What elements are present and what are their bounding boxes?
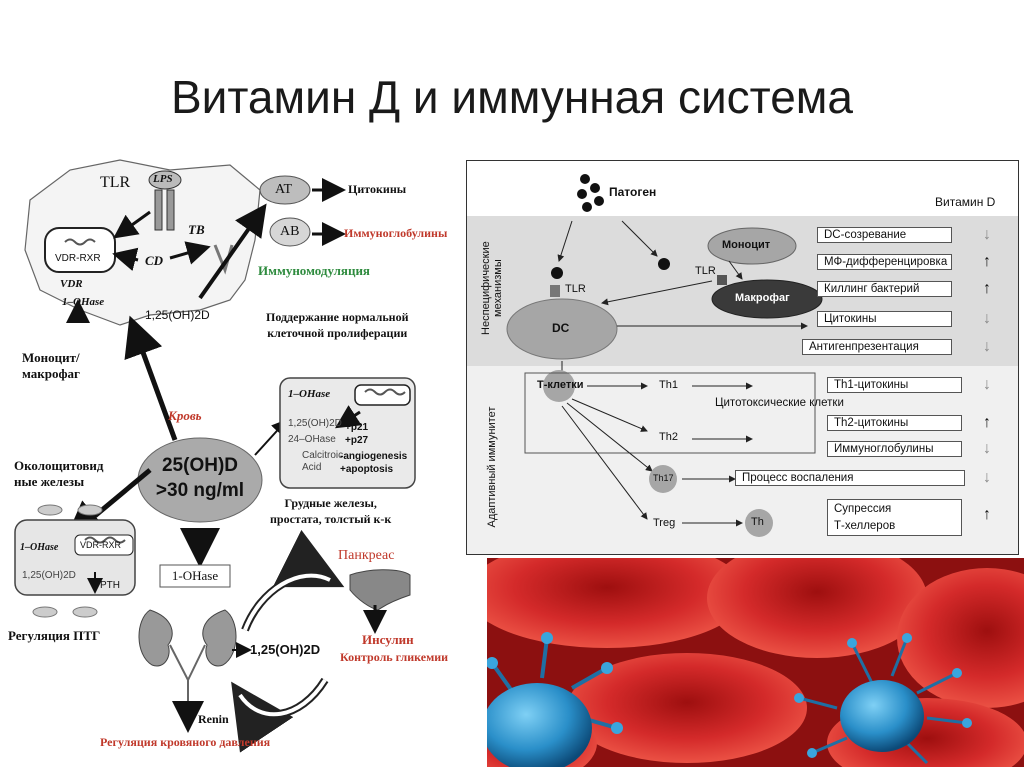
output-box-3: Киллинг бактерий	[817, 281, 952, 297]
tlr-label-2: TLR	[695, 265, 716, 277]
cell2-24: 24–OHase	[288, 434, 336, 445]
vdr-label: VDR	[60, 278, 83, 290]
vdr-rxr-label: VDR-RXR	[55, 253, 101, 264]
cell2-p27: +p27	[345, 435, 369, 446]
bp-label: Регуляция кровяного давления	[100, 735, 271, 749]
pancreas-label: Панкреас	[338, 548, 395, 563]
vitd-arrow-8: ↓	[983, 440, 991, 457]
treg-label: Treg	[653, 517, 676, 529]
monocyte-label: Моноцит	[722, 239, 771, 251]
vitd-arrow-10: ↑	[983, 506, 991, 523]
cell2-ohase: 1–OHase	[288, 388, 331, 400]
cell2-apop: +apoptosis	[340, 464, 394, 475]
center-oval-line1: 25(OH)D	[161, 455, 238, 476]
t-cells-label: Т-клетки	[537, 379, 584, 391]
virus-right	[798, 637, 968, 765]
vitd-arrow-2: ↑	[983, 253, 991, 270]
th-label: Th	[751, 516, 764, 528]
dc-label: DC	[552, 321, 570, 335]
vitamin-d-header: Витамин D	[935, 195, 996, 209]
blood-virus-image	[487, 558, 1024, 767]
pathogen-label: Патоген	[609, 185, 657, 199]
prolif-label: Поддержание нормальной клеточной пролифе…	[266, 310, 409, 340]
pancreas-shape	[349, 569, 411, 611]
output-box-9: Процесс воспаления	[735, 470, 965, 486]
monocyte-macrophage-label: Моноцит/ макрофаг	[22, 350, 80, 382]
kidney-ohase-label: 1-OHase	[171, 568, 219, 583]
output-box-7: Th2-цитокины	[827, 415, 962, 431]
cytotoxic-label: Цитотоксические клетки	[715, 397, 844, 409]
blood-virus-illustration	[487, 558, 1024, 767]
kidney-left	[138, 609, 173, 667]
monocyte-cell-outline	[24, 159, 261, 326]
glands-label: Грудные железы, простата, толстый к-к	[270, 496, 392, 526]
page-title: Витамин Д и иммунная система	[170, 71, 853, 123]
blood-label: Кровь	[168, 408, 202, 423]
one-ohase-label: 1–OHase	[62, 296, 105, 308]
para-vdr-rxr: VDR-RXR	[80, 540, 122, 550]
cell2-p21: +p21	[345, 422, 369, 433]
ab-label: AB	[280, 224, 300, 239]
th2-label: Th2	[659, 431, 678, 443]
lps-label: LPS	[153, 173, 173, 185]
center-oval-line2: >30 ng/ml	[155, 480, 245, 501]
right-diagram: Патоген Витамин D Неспецифические механи…	[466, 160, 1019, 555]
cell2-125: 1,25(OH)2D	[288, 418, 342, 429]
output-box-8: Иммуноглобулины	[827, 441, 962, 457]
cell2-angio: -angiogenesis	[340, 451, 408, 462]
right-diagram-shapes	[506, 174, 823, 537]
kidney-right	[202, 609, 237, 667]
output-box-4: Цитокины	[817, 311, 952, 327]
output-box-1: DC-созревание	[817, 227, 952, 243]
tb-label: TB	[188, 222, 205, 237]
cell2-calcitroic: Calcitroic Acid	[302, 450, 344, 473]
left-diagram: TLR LPS VDR-RXR TB CD VDR 1–OHase 1,25(O…	[0, 150, 470, 767]
output-box-2: МФ-дифференцировка	[817, 254, 952, 270]
th1-label: Th1	[659, 379, 678, 391]
output-box-10: Супрессия Т-хеллеров	[827, 499, 962, 537]
vitd-arrow-3: ↑	[983, 280, 991, 297]
left-diagram-shapes	[14, 159, 416, 753]
ohd-125-label: 1,25(OH)2D	[145, 308, 210, 322]
side-label-adaptive: Адаптивный иммунитет	[485, 406, 498, 528]
insulin-label: Инсулин	[362, 632, 414, 647]
th17-label: Th17	[653, 473, 674, 483]
vitd-arrow-5: ↓	[983, 338, 991, 355]
glycemia-label: Контроль гликемии	[340, 650, 449, 664]
tlr-label: TLR	[100, 174, 131, 191]
side-label-nonspecific: Неспецифические механизмы	[479, 241, 504, 335]
output-box-6: Th1-цитокины	[827, 377, 962, 393]
tlr-label-1: TLR	[565, 283, 586, 295]
vitd-arrow-6: ↓	[983, 376, 991, 393]
parathyroid-label: Околощитовид ные железы	[14, 458, 104, 490]
vitd-arrow-1: ↓	[983, 226, 991, 243]
at-label: AT	[275, 182, 293, 197]
kidney-125-label: 1,25(OH)2D	[250, 642, 321, 657]
renin-label: Renin	[198, 712, 229, 726]
immunomodulation-label: Иммуномодуляция	[258, 263, 370, 278]
vitd-arrow-7: ↑	[983, 414, 991, 431]
output-box-5: Антигенпрезентация	[802, 339, 952, 355]
macrophage-label: Макрофаг	[735, 292, 790, 304]
pth-regulation-label: Регуляция ПТГ	[8, 628, 101, 643]
vitd-arrow-9: ↓	[983, 469, 991, 486]
para-125: 1,25(OH)2D	[22, 570, 76, 581]
para-ohase: 1–OHase	[20, 542, 59, 553]
immunoglobulins-label: Иммуноглобулины	[344, 226, 448, 240]
vitd-arrow-4: ↓	[983, 310, 991, 327]
cytokines-label: Цитокины	[348, 182, 407, 196]
pth-label: PTH	[100, 580, 120, 591]
cd-label: CD	[145, 253, 164, 268]
